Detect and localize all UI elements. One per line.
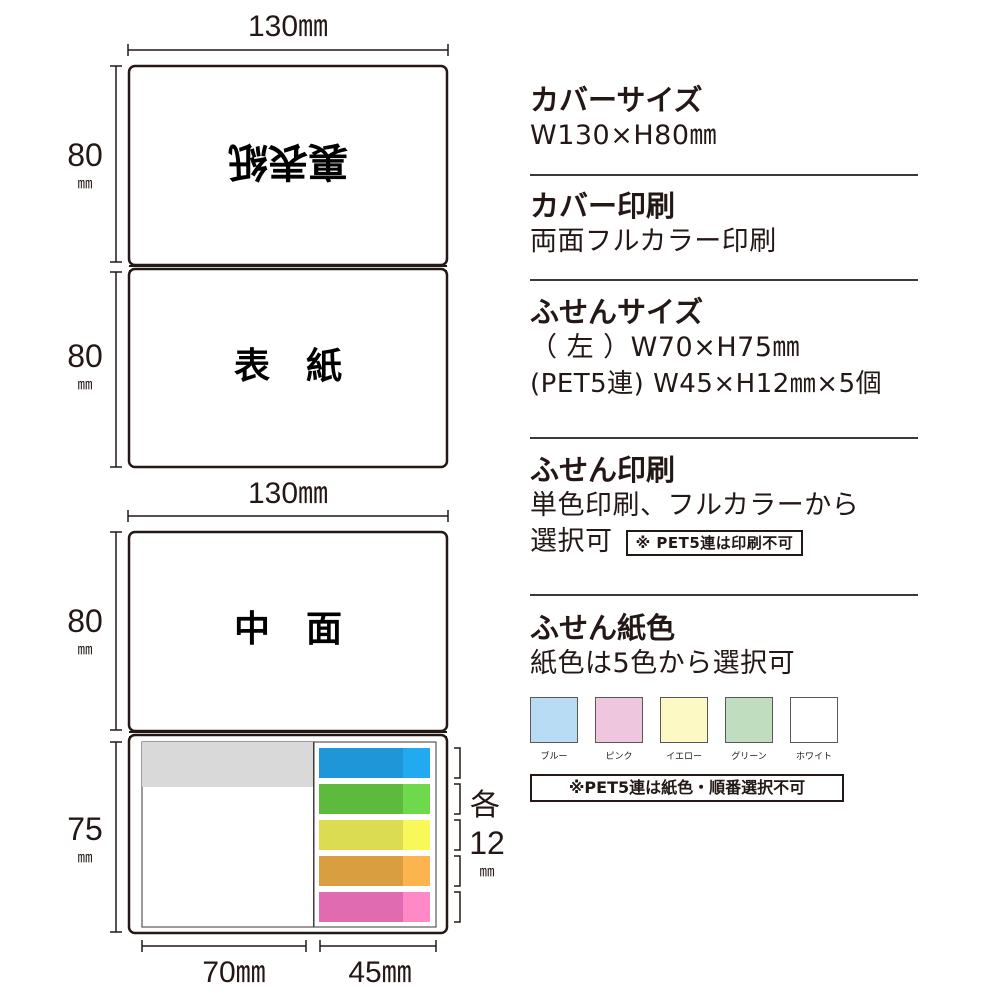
pet-tab-end-5 bbox=[403, 892, 430, 922]
spec-title: ふせん紙色 bbox=[530, 611, 676, 645]
spec-title: カバー印刷 bbox=[530, 189, 676, 223]
swatch-pink bbox=[595, 697, 643, 743]
spec-line: 両面フルカラー印刷 bbox=[530, 226, 777, 257]
sticky-note-left-header bbox=[142, 742, 314, 787]
swatch-label: ピンク bbox=[605, 752, 633, 762]
pet-tab-end-1 bbox=[403, 748, 430, 778]
each-value: 12 bbox=[469, 825, 505, 861]
pet-tab-2 bbox=[319, 784, 403, 814]
spec-line: 単色印刷、フルカラーから bbox=[530, 490, 860, 521]
divider bbox=[530, 174, 918, 176]
divider bbox=[530, 594, 918, 596]
sticky-height: 75 bbox=[67, 811, 103, 847]
bottom-right-width: 45㎜ bbox=[348, 956, 411, 989]
pet-tab-3 bbox=[319, 820, 403, 850]
each-label: 各 bbox=[470, 788, 500, 823]
swatch-label: イエロー bbox=[666, 752, 702, 762]
tab-bracket-5 bbox=[454, 891, 461, 923]
pet-tab-1 bbox=[319, 748, 403, 778]
spec-line-with-note: 選択可 ※ PET5連は印刷不可 bbox=[530, 524, 920, 560]
divider bbox=[530, 279, 918, 281]
top-width-label: 130㎜ bbox=[248, 10, 328, 43]
swatch-yellow bbox=[660, 697, 708, 743]
spec-sticky-color: ふせん紙色 紙色は5色から選択可 bbox=[530, 610, 920, 682]
spec-cover-print: カバー印刷 両面フルカラー印刷 bbox=[530, 188, 920, 260]
cover-back-label: 裏表紙 bbox=[228, 138, 348, 184]
spec-line: (PET5連) W45×H12㎜×5個 bbox=[530, 369, 883, 399]
pet-tab-end-4 bbox=[403, 856, 430, 886]
cover-back-unit: ㎜ bbox=[77, 175, 92, 192]
spec-title: ふせん印刷 bbox=[530, 453, 676, 487]
spec-cover-size: カバーサイズ W130×H80㎜ bbox=[530, 82, 920, 154]
pet-tab-5 bbox=[319, 892, 403, 922]
swatch-label: グリーン bbox=[731, 752, 767, 762]
swatch-note: ※PET5連は紙色・順番選択不可 bbox=[530, 774, 844, 802]
swatch-blue bbox=[530, 697, 578, 743]
pet-tab-4 bbox=[319, 856, 403, 886]
mid-width-label: 130㎜ bbox=[248, 477, 328, 510]
cover-front-height: 80 bbox=[67, 338, 103, 374]
spec-title: カバーサイズ bbox=[530, 83, 703, 117]
tab-bracket-4 bbox=[454, 855, 461, 887]
bottom-dimension bbox=[141, 940, 437, 952]
pet-tabs bbox=[319, 748, 430, 922]
divider bbox=[530, 437, 918, 439]
mid-width-dimension bbox=[127, 510, 449, 522]
tab-bracket-2 bbox=[454, 783, 461, 815]
cover-front-panel bbox=[127, 267, 449, 469]
top-width-dimension bbox=[127, 44, 449, 56]
sticky-unit: ㎜ bbox=[77, 849, 92, 866]
cover-front-unit: ㎜ bbox=[77, 376, 92, 393]
swatch-green bbox=[725, 697, 773, 743]
inner-unit: ㎜ bbox=[77, 641, 92, 658]
pet-tab-end-2 bbox=[403, 784, 430, 814]
spec-sticky-print: ふせん印刷 単色印刷、フルカラーから 選択可 ※ PET5連は印刷不可 bbox=[530, 452, 920, 560]
inner-height-dimension bbox=[110, 531, 122, 933]
bottom-left-width: 70㎜ bbox=[202, 956, 265, 989]
pet-print-note: ※ PET5連は印刷不可 bbox=[625, 529, 804, 556]
each-unit: ㎜ bbox=[479, 863, 494, 880]
swatch-label: ブルー bbox=[540, 752, 568, 762]
spec-title: ふせんサイズ bbox=[530, 295, 704, 329]
swatch-white bbox=[790, 697, 838, 743]
cover-height-dimension bbox=[110, 65, 122, 468]
spec-line: （ 左 ）W70×H75㎜ bbox=[530, 332, 801, 363]
swatch-label: ホワイト bbox=[795, 752, 832, 762]
spec-sticky-size: ふせんサイズ （ 左 ）W70×H75㎜ (PET5連) W45×H12㎜×5個 bbox=[530, 294, 920, 402]
tab-brackets bbox=[454, 747, 461, 923]
inner-height: 80 bbox=[67, 603, 103, 639]
pet-tab-end-3 bbox=[403, 820, 430, 850]
cover-front-label: 表 紙 bbox=[234, 346, 342, 387]
tab-bracket-3 bbox=[454, 819, 461, 851]
spec-line: 選択可 bbox=[530, 526, 613, 557]
color-swatches: ブルー ピンク イエロー グリーン ホワイト bbox=[530, 697, 840, 767]
spec-line: 紙色は5色から選択可 bbox=[530, 648, 796, 679]
tab-bracket-1 bbox=[454, 747, 461, 779]
inner-label: 中 面 bbox=[234, 609, 342, 650]
cover-back-height: 80 bbox=[67, 137, 103, 173]
spec-line: W130×H80㎜ bbox=[530, 120, 718, 151]
